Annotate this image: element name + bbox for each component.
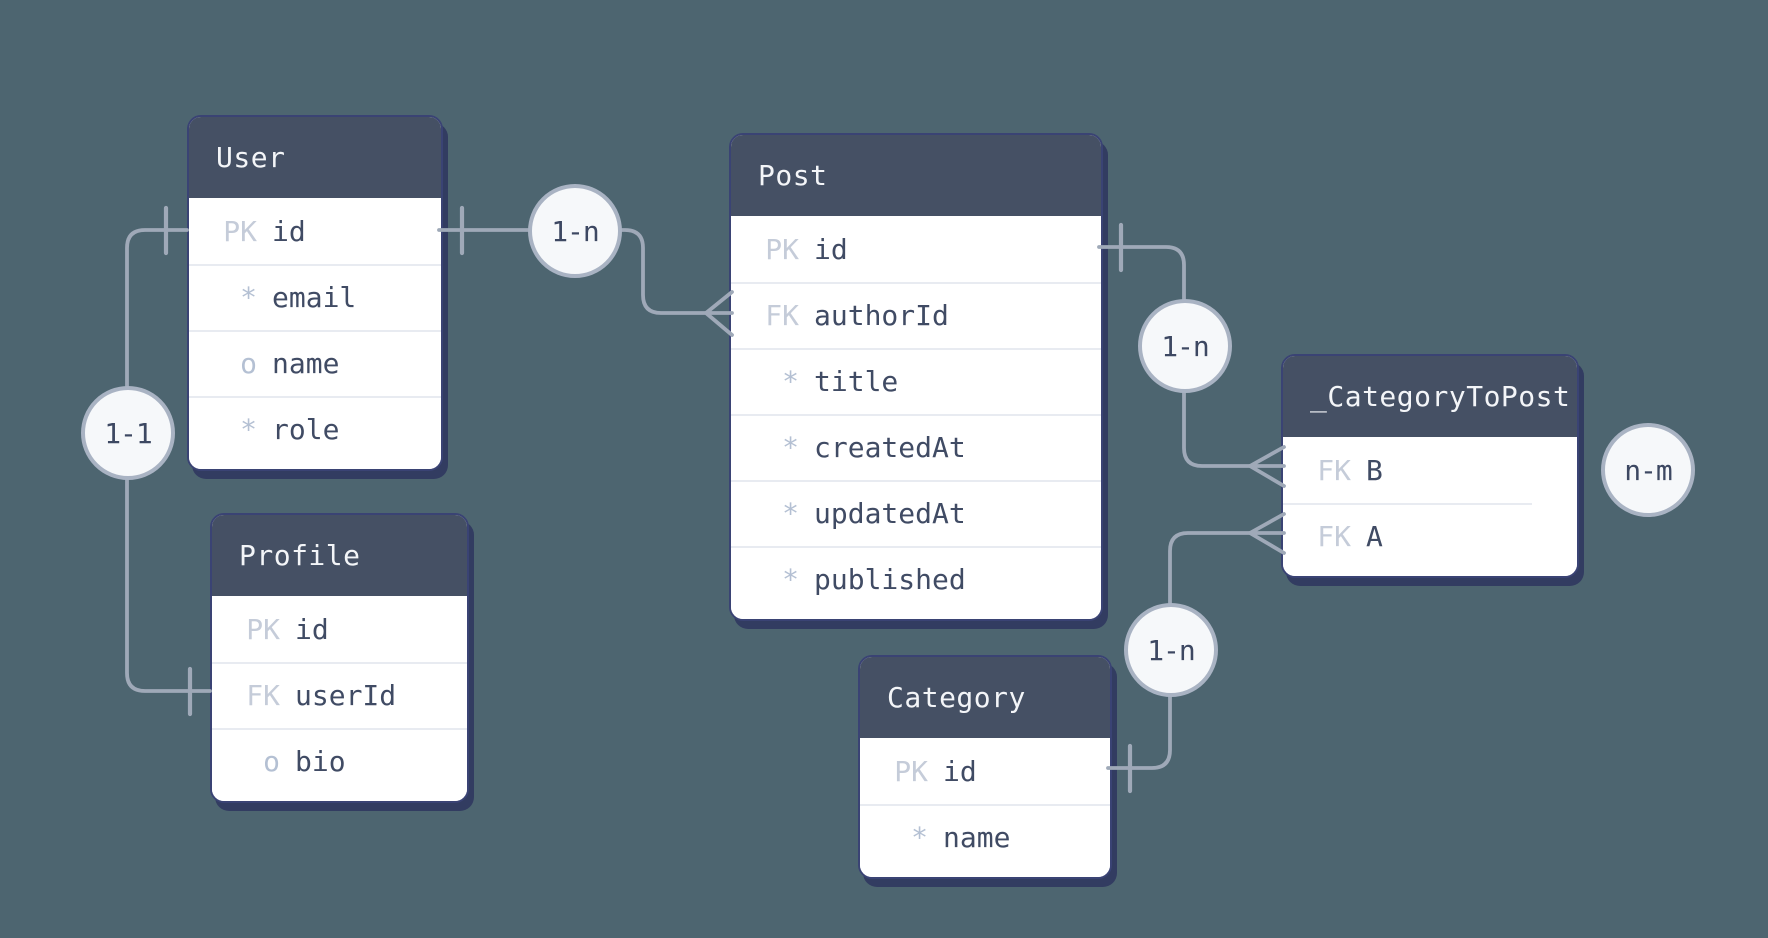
- field-key: *: [782, 364, 799, 398]
- field-key: *: [782, 430, 799, 464]
- badge-user-post: 1-n: [528, 184, 622, 278]
- badge-user-profile: 1-1: [81, 386, 175, 480]
- field-key: *: [782, 496, 799, 530]
- table-categorytopost-fields: FK B FK A: [1283, 437, 1577, 576]
- field-row-createdAt: * createdAt: [731, 414, 1101, 480]
- field-row-published: * published: [731, 546, 1101, 612]
- field-row-B: FK B: [1283, 437, 1577, 503]
- field-row-userId: FK userId: [212, 662, 467, 728]
- field-key: *: [782, 562, 799, 596]
- field-name: name: [943, 820, 1011, 854]
- badge-post-categorytopost: 1-n: [1138, 299, 1232, 393]
- field-key: FK: [1317, 453, 1351, 487]
- field-name: createdAt: [814, 430, 966, 464]
- field-key: PK: [223, 214, 257, 248]
- table-category-header: Category: [860, 657, 1110, 738]
- field-key: FK: [765, 298, 799, 332]
- field-row-id: PK id: [731, 216, 1101, 282]
- field-row-id: PK id: [860, 738, 1110, 804]
- field-name: A: [1366, 519, 1383, 553]
- crowfoot-categorytopost-a: [1248, 512, 1286, 555]
- field-name: title: [814, 364, 899, 398]
- field-key: *: [240, 412, 257, 446]
- field-key: PK: [246, 612, 280, 646]
- field-name: id: [943, 754, 977, 788]
- field-row-name: * name: [860, 804, 1110, 870]
- field-name: id: [295, 612, 329, 646]
- table-post-header: Post: [731, 135, 1101, 216]
- table-categorytopost-header: _CategoryToPost: [1283, 356, 1577, 437]
- field-name: name: [272, 346, 340, 380]
- field-row-updatedAt: * updatedAt: [731, 480, 1101, 546]
- field-name: bio: [295, 744, 346, 778]
- field-key: o: [240, 346, 257, 380]
- field-key: *: [240, 280, 257, 314]
- table-category[interactable]: Category PK id * name: [858, 655, 1112, 879]
- badge-many-to-many: n-m: [1601, 423, 1695, 517]
- field-name: email: [272, 280, 357, 314]
- table-user-header: User: [189, 117, 441, 198]
- table-categorytopost[interactable]: _CategoryToPost FK B FK A: [1281, 354, 1579, 578]
- field-key: PK: [765, 232, 799, 266]
- table-category-fields: PK id * name: [860, 738, 1110, 877]
- field-row-role: * role: [189, 396, 441, 462]
- field-name: B: [1366, 453, 1383, 487]
- field-row-authorId: FK authorId: [731, 282, 1101, 348]
- table-profile-header: Profile: [212, 515, 467, 596]
- field-row-A: FK A: [1283, 503, 1577, 569]
- crowfoot-categorytopost-b: [1248, 445, 1286, 488]
- field-key: FK: [1317, 519, 1351, 553]
- field-name: published: [814, 562, 966, 596]
- badge-category-categorytopost: 1-n: [1124, 603, 1218, 697]
- field-name: userId: [295, 678, 397, 712]
- field-row-title: * title: [731, 348, 1101, 414]
- field-name: updatedAt: [814, 496, 966, 530]
- field-name: role: [272, 412, 340, 446]
- field-name: id: [814, 232, 848, 266]
- field-name: id: [272, 214, 306, 248]
- field-row-id: PK id: [189, 198, 441, 264]
- field-key: *: [911, 820, 928, 854]
- field-name: authorId: [814, 298, 949, 332]
- field-row-id: PK id: [212, 596, 467, 662]
- field-key: o: [263, 744, 280, 778]
- field-key: FK: [246, 678, 280, 712]
- field-key: PK: [894, 754, 928, 788]
- field-row-email: * email: [189, 264, 441, 330]
